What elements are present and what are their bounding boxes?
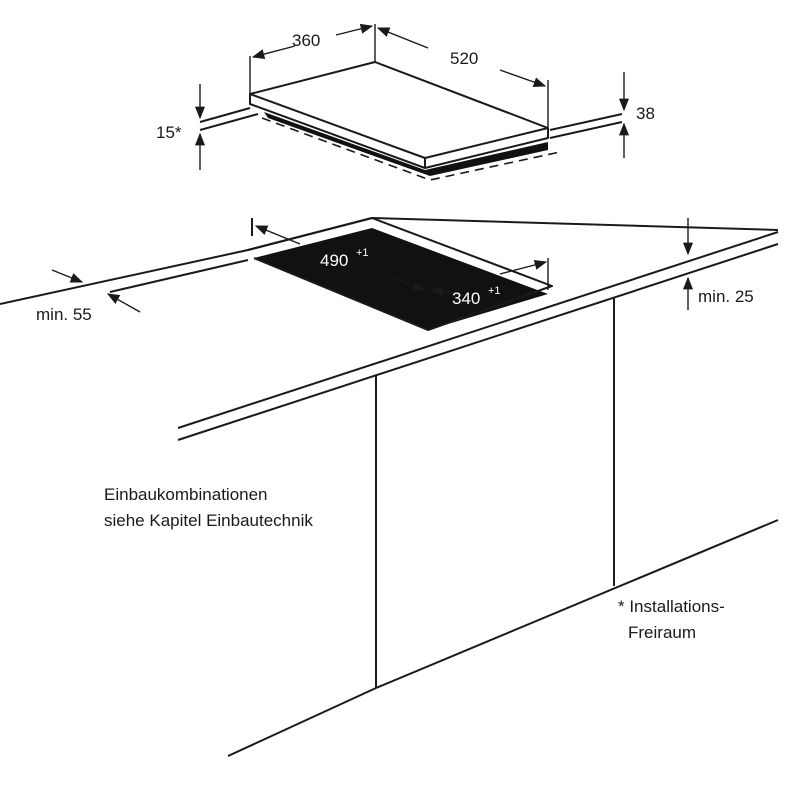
dim-hob-depth-value: 360: [292, 31, 320, 50]
dim-min-side-value: min. 25: [698, 287, 754, 306]
worktop-strip: [199, 107, 623, 139]
note-installation-line1: * Installations-: [618, 597, 725, 616]
cutout-opening: [254, 228, 548, 330]
dim-min-front-value: min. 55: [36, 305, 92, 324]
dim-min-front: min. 55: [36, 269, 141, 324]
dim-cutout-depth-tolerance: +1: [488, 285, 501, 297]
dim-hob-width: 520: [376, 27, 549, 128]
dim-height-below-value: 15*: [156, 123, 182, 142]
worktop: [0, 217, 779, 441]
dim-height-below: 15*: [156, 84, 206, 170]
hob-drawing: [199, 61, 623, 181]
dim-cutout-depth-value: 340: [452, 289, 480, 308]
dim-cutout-width-tolerance: +1: [356, 247, 369, 259]
dim-hob-depth: 360: [249, 23, 376, 94]
note-combinations-line2: siehe Kapitel Einbautechnik: [104, 511, 313, 530]
note-combinations: Einbaukombinationen siehe Kapitel Einbau…: [104, 485, 313, 530]
hob-top: [249, 61, 549, 159]
dim-hob-width-value: 520: [450, 49, 478, 68]
note-installation-space: * Installations- Freiraum: [618, 597, 725, 642]
dim-cutout-width: 490 +1: [251, 218, 426, 291]
worktop-cutout: [247, 217, 553, 331]
cabinet: [227, 298, 779, 757]
hob-base: [264, 112, 548, 176]
dim-hob-height-value: 38: [636, 104, 655, 123]
dim-cutout-width-value: 490: [320, 251, 348, 270]
dim-min-side: min. 25: [682, 218, 754, 310]
dim-hob-height: 38: [618, 72, 655, 158]
installation-space-outline: [261, 117, 561, 181]
note-combinations-line1: Einbaukombinationen: [104, 485, 268, 504]
dim-cutout-depth: 340 +1: [430, 258, 549, 308]
note-installation-line2: Freiraum: [628, 623, 696, 642]
